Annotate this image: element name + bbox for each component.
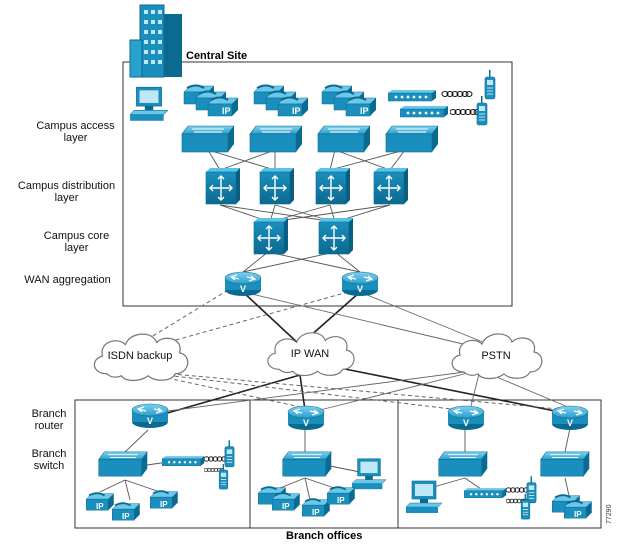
campus-core-switches — [253, 217, 354, 255]
branch3-phones — [551, 494, 593, 520]
core-switch-icon — [318, 217, 354, 255]
distribution-switch-icon — [315, 167, 351, 205]
central-mobile-phone-icons — [476, 70, 496, 126]
central-building-icon — [129, 4, 182, 78]
branch-switch-icon — [98, 451, 148, 477]
central-pc-icon — [129, 86, 169, 122]
phone-ip-label: IP — [122, 512, 130, 521]
campus-distribution-switches — [205, 167, 409, 205]
branch-phone-ip-labels: IP IP IP IP IP IP IP — [96, 496, 582, 521]
branch2-pc-icon — [351, 458, 387, 490]
branch-switch-icon — [282, 451, 332, 477]
phone-ip-label: IP — [574, 510, 582, 519]
pstn-label: PSTN — [481, 350, 511, 362]
phone-ip-labels: IP IP IP — [222, 106, 369, 116]
wan-links — [129, 289, 576, 419]
access-switch-icon — [249, 125, 303, 153]
distribution-switch-icon — [373, 167, 409, 205]
phone-ip-label: IP — [360, 106, 369, 116]
router-voice-label: V — [463, 418, 469, 428]
distribution-switch-icon — [205, 167, 241, 205]
router-voice-label: V — [357, 284, 363, 294]
branch3-gateway-icon — [464, 476, 537, 520]
phone-ip-label: IP — [222, 106, 231, 116]
wan-aggregation-label: WAN aggregation — [24, 274, 111, 286]
core-switch-icon — [253, 217, 289, 255]
distribution-switch-icon — [259, 167, 295, 205]
central-site-box — [122, 61, 513, 307]
campus-links — [207, 149, 406, 273]
phone-ip-label: IP — [292, 106, 301, 116]
isdn-backup-label: ISDN backup — [107, 350, 173, 362]
ip-wan-label: IP WAN — [290, 348, 330, 360]
phone-ip-label: IP — [337, 496, 345, 505]
phone-ip-label: IP — [282, 502, 290, 511]
access-switch-icon — [317, 125, 371, 153]
campus-access-switches — [181, 125, 439, 153]
access-switch-icon — [385, 125, 439, 153]
figure-number: 77290 — [606, 504, 613, 524]
wan-aggregation-routers — [224, 271, 379, 297]
router-voice-label: V — [303, 418, 309, 428]
central-site-title: Central Site — [186, 50, 248, 62]
phone-ip-label: IP — [160, 500, 168, 509]
router-v-labels: V V V V V V — [147, 284, 573, 428]
router-voice-label: V — [240, 284, 246, 294]
phone-ip-label: IP — [312, 508, 320, 517]
branch-offices-title: Branch offices — [286, 530, 363, 542]
branch-switch-icon — [540, 451, 590, 477]
phone-ip-label: IP — [96, 502, 104, 511]
router-voice-label: V — [567, 418, 573, 428]
access-switch-icon — [181, 125, 235, 153]
central-gateway-icon — [388, 89, 480, 118]
router-voice-label: V — [147, 416, 153, 426]
branch-switch-icon — [438, 451, 488, 477]
branch-links — [99, 427, 571, 501]
branch-routers — [131, 403, 589, 431]
branch1-gateway-icon — [162, 440, 235, 490]
